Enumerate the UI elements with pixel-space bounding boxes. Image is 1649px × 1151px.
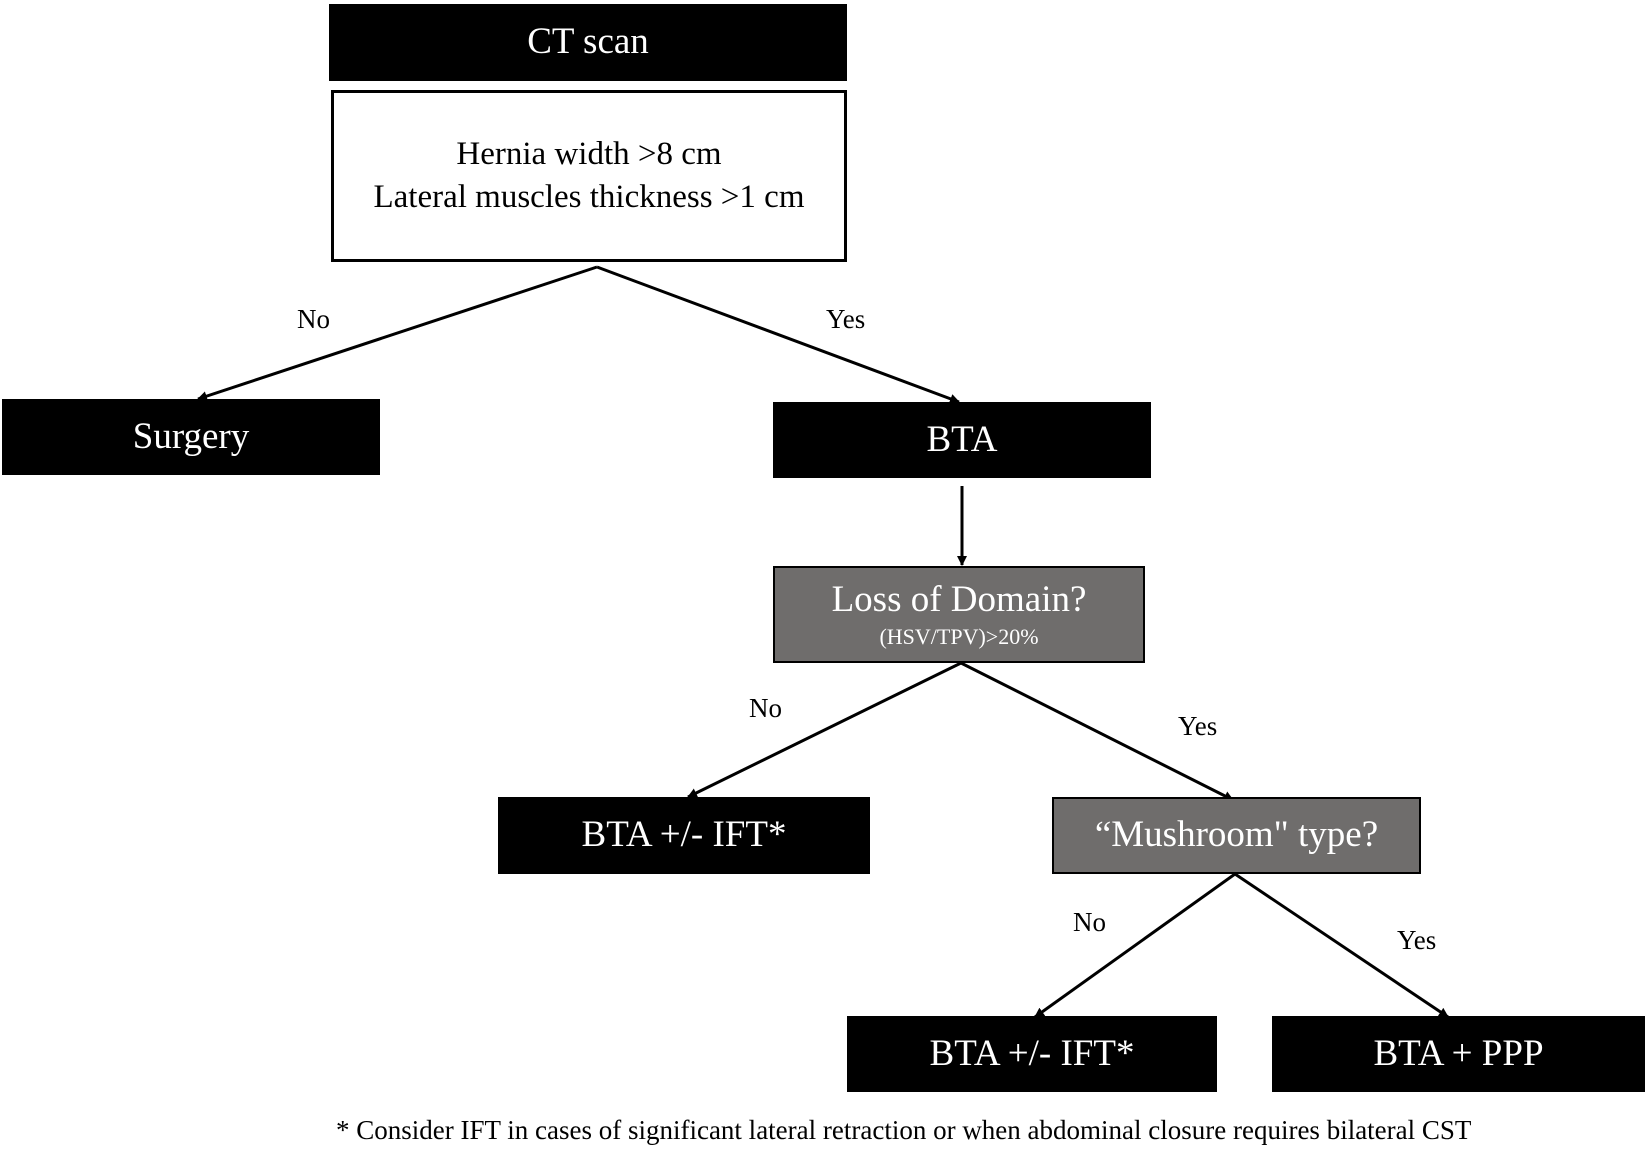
edge-lod-to-bta-ift <box>687 661 962 799</box>
edge-label-lod-no: No <box>749 693 782 723</box>
edge-mushroom-to-bta-ift <box>1034 872 1236 1019</box>
edge-mushroom-to-bta-ppp <box>1234 872 1449 1019</box>
mushroom-box: “Mushroom" type? <box>1052 797 1421 874</box>
bta-ift-box-2: BTA +/- IFT* <box>847 1016 1217 1092</box>
bta-ppp-box: BTA + PPP <box>1272 1016 1645 1092</box>
bta-ift-box-1: BTA +/- IFT* <box>498 797 870 874</box>
criteria-line-1: Hernia width >8 cm <box>456 136 722 173</box>
bta-label: BTA <box>926 418 998 460</box>
bta-ppp-label: BTA + PPP <box>1373 1032 1544 1074</box>
loss-of-domain-box: Loss of Domain? (HSV/TPV)>20% <box>773 566 1145 663</box>
loss-of-domain-sublabel: (HSV/TPV)>20% <box>879 623 1039 649</box>
edge-label-mushroom-yes: Yes <box>1397 925 1437 955</box>
mushroom-label: “Mushroom" type? <box>1094 814 1379 856</box>
criteria-line-2: Lateral muscles thickness >1 cm <box>373 179 805 215</box>
ct-scan-box: CT scan <box>329 4 847 81</box>
edge-label-mushroom-no: No <box>1073 907 1106 937</box>
bta-ift-2-label: BTA +/- IFT* <box>929 1032 1135 1074</box>
surgery-label: Surgery <box>132 415 250 457</box>
bta-ift-1-label: BTA +/- IFT* <box>581 814 787 856</box>
edge-criteria-to-bta <box>596 265 960 404</box>
footnote: * Consider IFT in cases of significant l… <box>336 1115 1472 1145</box>
criteria-box: Hernia width >8 cm Lateral muscles thick… <box>331 90 847 262</box>
bta-box: BTA <box>773 402 1151 478</box>
edge-label-criteria-no: No <box>297 304 330 334</box>
surgery-box: Surgery <box>2 399 380 475</box>
edge-label-lod-yes: Yes <box>1178 711 1218 741</box>
ct-scan-label: CT scan <box>527 21 649 63</box>
edge-lod-to-mushroom <box>960 661 1234 802</box>
edge-label-criteria-yes: Yes <box>826 304 866 334</box>
loss-of-domain-label: Loss of Domain? <box>831 579 1087 621</box>
edge-criteria-to-surgery <box>197 265 598 401</box>
